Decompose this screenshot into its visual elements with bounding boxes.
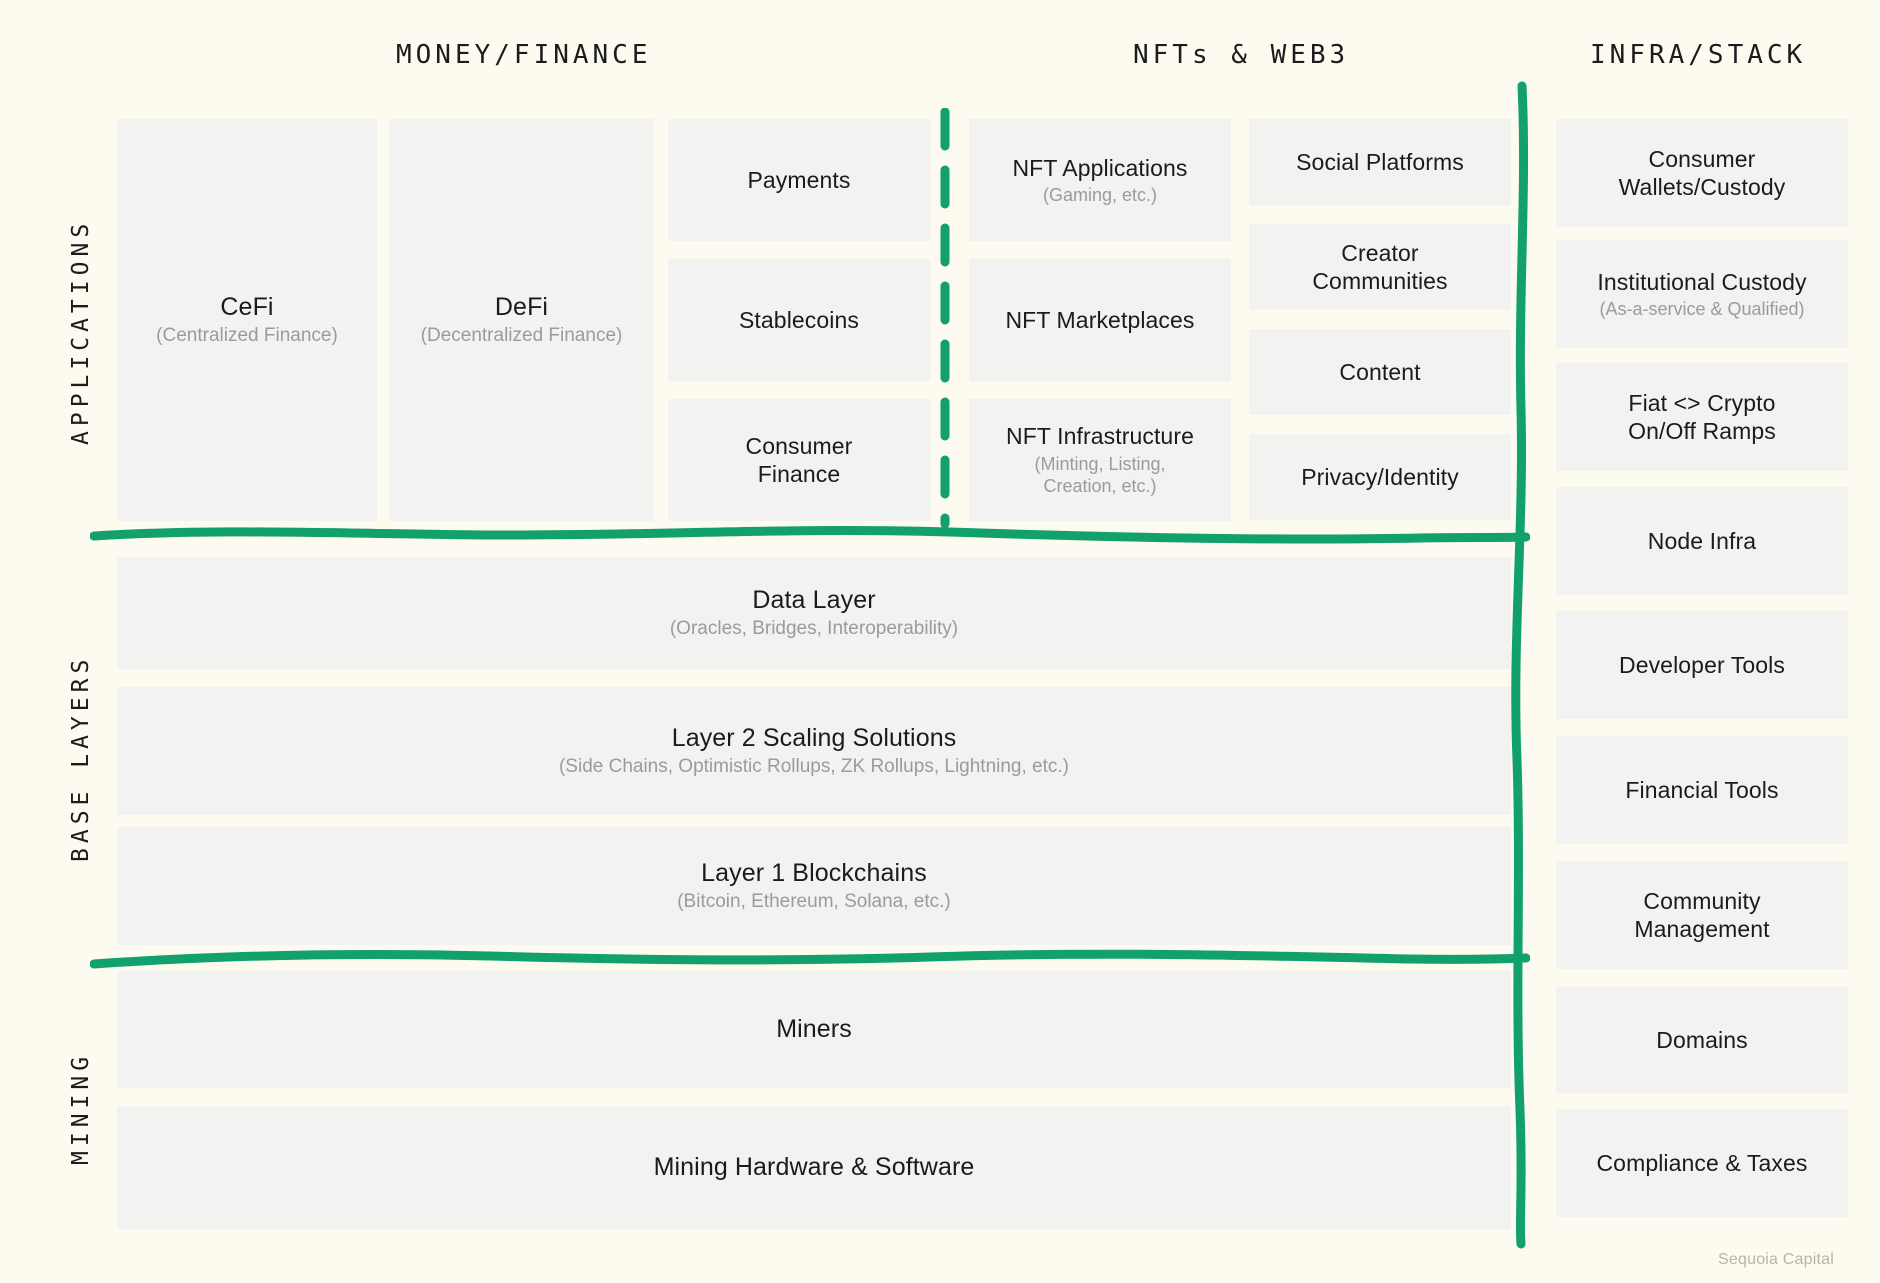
app-box-nft-infrastructure-title: NFT Infrastructure [1006, 423, 1194, 450]
infra-box-node-infra[interactable]: Node Infra [1556, 487, 1848, 595]
mining-box-miners[interactable]: Miners [117, 971, 1511, 1088]
app-box-defi-subtitle: (Decentralized Finance) [420, 325, 623, 347]
base-layer-box-layer-1[interactable]: Layer 1 Blockchains (Bitcoin, Ethereum, … [117, 827, 1511, 945]
divider-dashed-money-nft [940, 108, 950, 528]
app-box-stablecoins-title: Stablecoins [738, 306, 859, 333]
app-box-nft-marketplaces[interactable]: NFT Marketplaces [969, 259, 1231, 381]
infra-box-node-infra-title: Node Infra [1647, 527, 1757, 554]
section-label-base-layers: BASE LAYERS [68, 654, 94, 862]
infra-box-financial-tools-title: Financial Tools [1625, 776, 1779, 803]
app-box-cefi-subtitle: (Centralized Finance) [156, 325, 338, 347]
app-box-privacy-identity-title: Privacy/Identity [1301, 463, 1459, 490]
app-box-stablecoins[interactable]: Stablecoins [668, 259, 930, 381]
base-layer-box-layer-2-subtitle: (Side Chains, Optimistic Rollups, ZK Rol… [558, 756, 1070, 778]
infra-box-compliance-taxes[interactable]: Compliance & Taxes [1556, 1109, 1848, 1217]
infra-box-developer-tools[interactable]: Developer Tools [1556, 611, 1848, 719]
footer-attribution: Sequoia Capital [1718, 1251, 1834, 1268]
infra-box-financial-tools[interactable]: Financial Tools [1556, 736, 1848, 844]
column-header-money-finance: MONEY/FINANCE [396, 40, 652, 70]
base-layer-box-layer-1-subtitle: (Bitcoin, Ethereum, Solana, etc.) [677, 891, 951, 913]
infra-box-institutional-custody[interactable]: Institutional Custody (As-a-service & Qu… [1556, 240, 1848, 348]
infra-box-developer-tools-title: Developer Tools [1618, 651, 1785, 678]
app-box-nft-infrastructure-subtitle: (Minting, Listing,Creation, etc.) [1034, 453, 1166, 497]
section-label-mining: MINING [68, 1051, 94, 1165]
app-box-content-title: Content [1339, 358, 1421, 385]
mining-box-miners-title: Miners [776, 1015, 852, 1044]
mining-box-hardware-software-title: Mining Hardware & Software [653, 1153, 975, 1182]
app-box-cefi-title: CeFi [220, 292, 274, 321]
app-box-privacy-identity[interactable]: Privacy/Identity [1249, 434, 1511, 520]
base-layer-box-layer-1-title: Layer 1 Blockchains [701, 858, 927, 887]
base-layer-box-layer-2-title: Layer 2 Scaling Solutions [671, 723, 957, 752]
app-box-payments-title: Payments [747, 166, 851, 193]
infra-box-institutional-custody-title: Institutional Custody [1597, 268, 1807, 295]
app-box-defi-title: DeFi [494, 292, 549, 321]
app-box-cefi[interactable]: CeFi (Centralized Finance) [117, 119, 377, 521]
base-layer-box-data-layer-title: Data Layer [752, 585, 876, 614]
base-layer-box-layer-2[interactable]: Layer 2 Scaling Solutions (Side Chains, … [117, 687, 1511, 815]
app-box-content[interactable]: Content [1249, 329, 1511, 415]
infra-box-institutional-custody-subtitle: (As-a-service & Qualified) [1599, 298, 1805, 319]
app-box-nft-infrastructure[interactable]: NFT Infrastructure (Minting, Listing,Cre… [969, 399, 1231, 521]
app-box-social-platforms-title: Social Platforms [1296, 148, 1464, 175]
base-layer-box-data-layer-subtitle: (Oracles, Bridges, Interoperability) [669, 618, 959, 640]
app-box-nft-applications-title: NFT Applications [1012, 154, 1188, 181]
mining-box-hardware-software[interactable]: Mining Hardware & Software [117, 1106, 1511, 1229]
app-box-defi[interactable]: DeFi (Decentralized Finance) [389, 119, 654, 521]
column-header-nfts-web3: NFTs & WEB3 [1133, 40, 1350, 70]
divider-applications-base-layers [90, 525, 1530, 544]
app-box-nft-applications[interactable]: NFT Applications (Gaming, etc.) [969, 119, 1231, 241]
base-layer-box-data-layer[interactable]: Data Layer (Oracles, Bridges, Interopera… [117, 557, 1511, 669]
app-box-nft-marketplaces-title: NFT Marketplaces [1005, 306, 1195, 333]
infra-box-domains-title: Domains [1656, 1026, 1748, 1053]
column-header-infra-stack: INFRA/STACK [1590, 40, 1807, 70]
app-box-social-platforms[interactable]: Social Platforms [1249, 119, 1511, 205]
infra-box-domains[interactable]: Domains [1556, 986, 1848, 1094]
infra-box-compliance-taxes-title: Compliance & Taxes [1596, 1149, 1808, 1176]
section-label-applications: APPLICATIONS [68, 218, 94, 445]
app-box-nft-applications-subtitle: (Gaming, etc.) [1042, 184, 1158, 205]
app-box-payments[interactable]: Payments [668, 119, 930, 241]
